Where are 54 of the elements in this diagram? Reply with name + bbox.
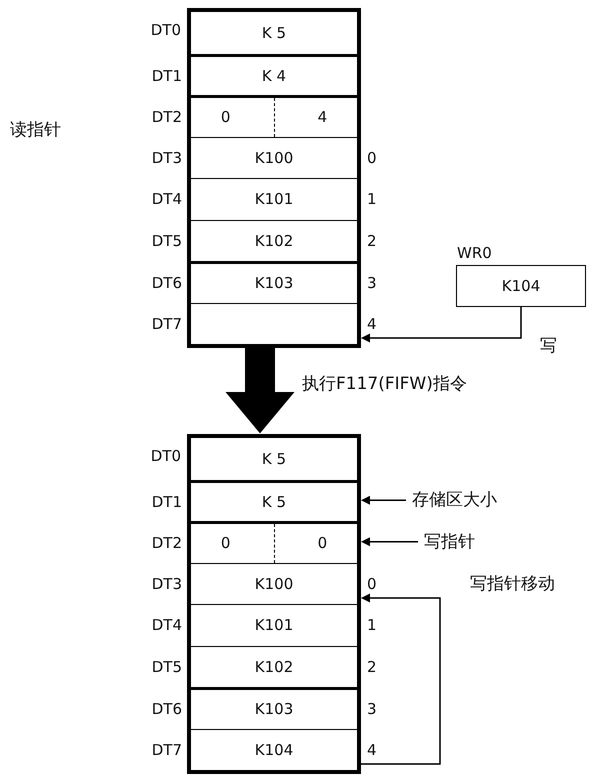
slot-index: 3 [367,700,377,718]
cell-value: K103 [254,700,294,718]
byte-value: 4 [318,108,328,126]
cell-value: K 4 [262,66,286,85]
slot-index: 4 [367,314,377,333]
register-name: DT0 [150,447,181,465]
register-name: DT2 [152,108,182,126]
arrow [361,537,418,546]
slot-index: 4 [367,740,377,759]
cell-value: K100 [254,148,294,167]
slot-index: 0 [367,574,377,593]
register-name: DT6 [152,274,182,292]
slot-index: 2 [367,232,377,250]
byte-value: 0 [220,108,230,126]
annotation-text: 存储区大小 [412,488,497,511]
byte-value: 0 [220,534,230,552]
arrow [361,496,406,505]
slot-index: 1 [367,616,377,634]
register-name: DT7 [152,314,182,333]
register-name: DT7 [152,740,182,759]
cell-value: K102 [254,232,294,250]
register-name: DT5 [152,658,182,676]
cell-value: K101 [254,616,294,634]
block-arrow [226,348,294,434]
register-name: DT0 [150,21,181,39]
cell-value: K102 [254,658,294,676]
cell-value: K 5 [262,492,286,511]
slot-index: 0 [367,148,377,167]
register-value: K104 [502,277,540,295]
register-name: DT1 [152,66,182,85]
annotation-text: 读指针 [10,119,61,141]
register-name: DT4 [152,616,182,634]
register-name: DT5 [152,232,182,250]
cell-value: K 5 [262,24,286,42]
slot-index: 3 [367,274,377,292]
register-name: DT2 [152,534,182,552]
slot-index: 2 [367,658,377,676]
byte-value: 0 [318,534,328,552]
edge-label: 执行F117(FIFW)指令 [300,372,469,395]
cell-value: K104 [254,740,294,759]
register-name: DT6 [152,700,182,718]
cell-value: K 5 [262,450,286,468]
cell-value: K101 [254,190,294,208]
register-name: DT3 [152,148,182,167]
register-name: WR0 [457,244,492,262]
cell-value: K100 [254,574,294,593]
register-name: DT4 [152,190,182,208]
register-name: DT3 [152,574,182,593]
arrow [361,307,522,342]
slot-index: 1 [367,190,377,208]
register-name: DT1 [152,492,182,511]
arrow [361,594,441,765]
cell-value: K103 [254,274,294,292]
annotation-text: 写指针 [424,530,475,553]
